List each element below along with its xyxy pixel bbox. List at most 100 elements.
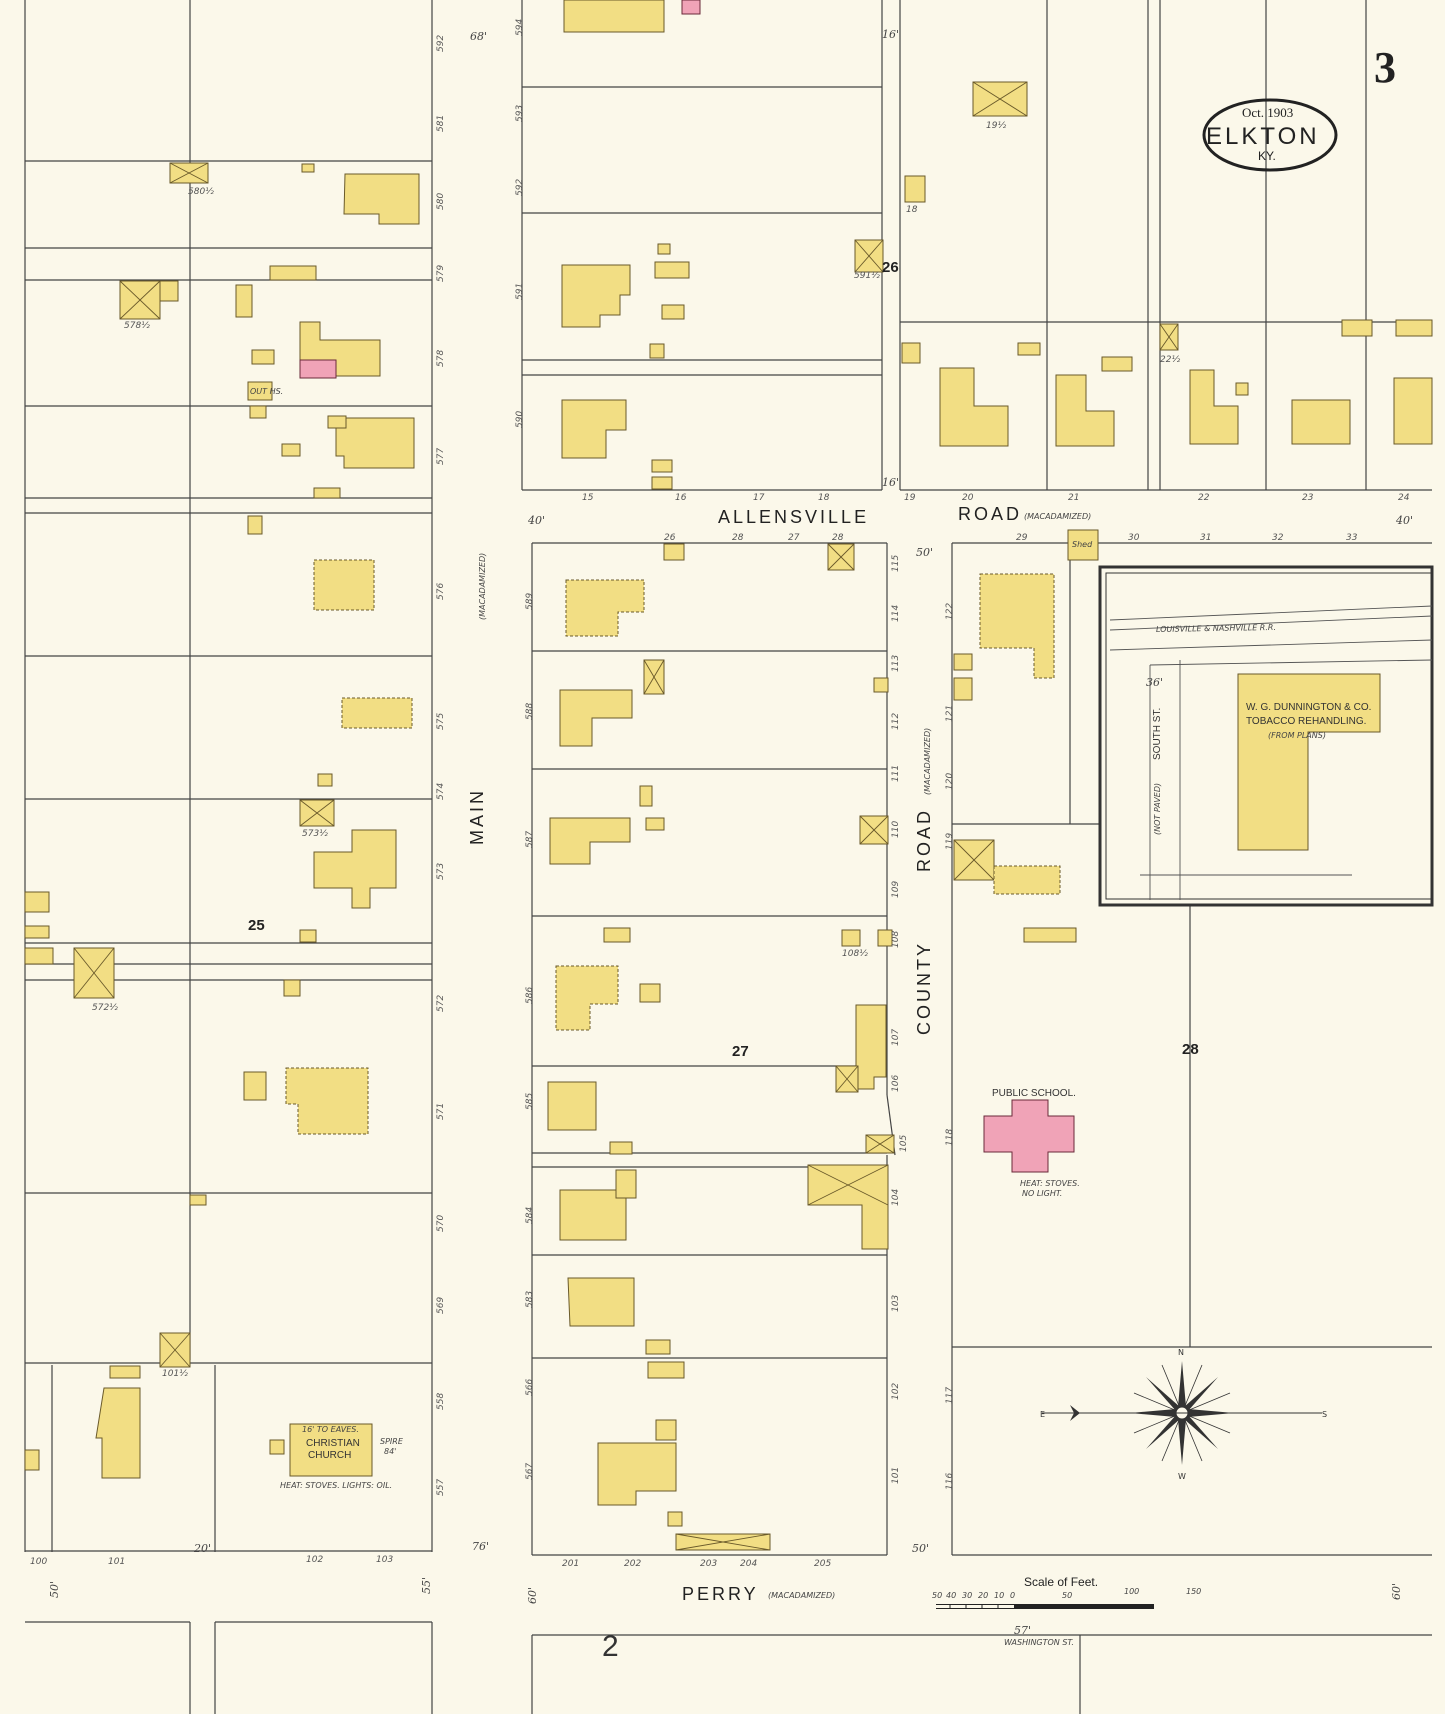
street-south: SOUTH ST. — [1152, 708, 1163, 760]
svg-text:591½: 591½ — [854, 271, 880, 281]
street-county-road: ROAD — [914, 808, 934, 872]
svg-text:24: 24 — [1398, 493, 1410, 503]
svg-text:567: 567 — [525, 1463, 535, 1480]
svg-text:583: 583 — [525, 1291, 535, 1308]
block-26: 26 — [882, 259, 899, 276]
svg-text:106: 106 — [891, 1075, 901, 1092]
svg-text:50': 50' — [916, 546, 933, 559]
map-date: Oct. 1903 — [1242, 105, 1293, 120]
railroad-label: LOUISVILLE & NASHVILLE R.R. — [1156, 623, 1276, 634]
svg-text:101½: 101½ — [162, 1369, 188, 1379]
svg-text:50': 50' — [48, 1581, 61, 1598]
svg-text:102: 102 — [891, 1383, 901, 1400]
svg-text:28: 28 — [732, 533, 744, 543]
title-cartouche: Oct. 1903 ELKTON KY. 3 — [1202, 43, 1396, 172]
svg-text:592: 592 — [515, 179, 525, 196]
svg-text:105: 105 — [899, 1135, 909, 1152]
svg-text:113: 113 — [891, 655, 901, 672]
street-road: ROAD — [958, 504, 1022, 524]
svg-text:580½: 580½ — [188, 187, 214, 197]
svg-text:17: 17 — [753, 493, 765, 503]
svg-text:30: 30 — [1128, 533, 1140, 543]
svg-text:573½: 573½ — [302, 829, 328, 839]
outhouse-label: OUT HS. — [250, 387, 283, 396]
svg-text:557: 557 — [436, 1479, 446, 1496]
svg-text:572: 572 — [436, 995, 446, 1012]
svg-text:107: 107 — [891, 1029, 901, 1046]
svg-text:28: 28 — [832, 533, 844, 543]
svg-text:585: 585 — [525, 1093, 535, 1110]
svg-text:32: 32 — [1272, 533, 1284, 543]
compass-s: W — [1178, 1472, 1186, 1481]
svg-text:117: 117 — [945, 1387, 955, 1404]
svg-text:101: 101 — [108, 1557, 125, 1567]
svg-text:118: 118 — [945, 1129, 955, 1146]
school-title: PUBLIC SCHOOL. — [992, 1088, 1076, 1099]
svg-text:590: 590 — [515, 411, 525, 428]
school-note-2: NO LIGHT. — [1022, 1189, 1062, 1198]
svg-text:100: 100 — [1124, 1587, 1139, 1596]
svg-text:580: 580 — [436, 193, 446, 210]
svg-text:579: 579 — [436, 265, 446, 282]
svg-text:574: 574 — [436, 783, 446, 800]
svg-text:60': 60' — [526, 1587, 539, 1604]
svg-text:10: 10 — [994, 1591, 1004, 1600]
svg-text:576: 576 — [436, 583, 446, 600]
compass-rose: N W E S — [1040, 1348, 1327, 1481]
church-spire-1: SPIRE — [380, 1437, 404, 1446]
svg-text:120: 120 — [945, 773, 955, 790]
svg-text:101: 101 — [891, 1467, 901, 1484]
svg-text:16': 16' — [882, 476, 899, 489]
svg-text:571: 571 — [436, 1103, 446, 1120]
church-eaves: 16' TO EAVES. — [302, 1425, 359, 1434]
svg-text:591: 591 — [515, 283, 525, 300]
svg-text:26: 26 — [664, 533, 676, 543]
svg-text:60': 60' — [1390, 1583, 1403, 1600]
svg-text:21: 21 — [1068, 493, 1079, 503]
sheet-number: 3 — [1374, 43, 1396, 92]
svg-text:581: 581 — [436, 115, 446, 132]
svg-text:0: 0 — [1010, 1591, 1015, 1600]
svg-text:50: 50 — [1062, 1591, 1072, 1600]
svg-text:587: 587 — [525, 831, 535, 848]
svg-text:19: 19 — [904, 493, 916, 503]
perry-note: (MACADAMIZED) — [768, 1591, 835, 1600]
street-widths: 68' 40' 50' 40' 16' 16' 36' 50' 20' 76' … — [48, 28, 1413, 1637]
buildings — [24, 0, 1433, 1551]
block-28: 28 — [1182, 1041, 1199, 1058]
svg-text:50: 50 — [932, 1591, 942, 1600]
svg-text:578: 578 — [436, 350, 446, 367]
svg-text:588: 588 — [525, 703, 535, 720]
svg-text:584: 584 — [525, 1207, 535, 1224]
tobacco-use: TOBACCO REHANDLING. — [1246, 716, 1366, 727]
svg-text:33: 33 — [1346, 533, 1358, 543]
svg-text:15: 15 — [582, 493, 594, 503]
svg-text:23: 23 — [1302, 493, 1314, 503]
church-note: HEAT: STOVES. LIGHTS: OIL. — [280, 1481, 392, 1490]
svg-text:115: 115 — [891, 555, 901, 572]
block-27: 27 — [732, 1043, 749, 1060]
svg-text:122: 122 — [945, 603, 955, 620]
compass-e: S — [1322, 1410, 1327, 1419]
svg-text:30: 30 — [962, 1591, 972, 1600]
svg-text:108½: 108½ — [842, 949, 868, 959]
svg-text:205: 205 — [814, 1559, 831, 1569]
svg-text:40: 40 — [946, 1591, 956, 1600]
street-allensville: ALLENSVILLE — [718, 507, 869, 527]
svg-text:593: 593 — [515, 105, 525, 122]
svg-text:18: 18 — [818, 493, 830, 503]
svg-text:119: 119 — [945, 833, 955, 850]
svg-text:203: 203 — [700, 1559, 717, 1569]
svg-text:55': 55' — [420, 1577, 433, 1594]
svg-text:114: 114 — [891, 605, 901, 622]
svg-text:22: 22 — [1198, 493, 1210, 503]
scale-title: Scale of Feet. — [1024, 1575, 1098, 1589]
address-numbers: 592 581 580 579 578 577 576 575 574 573 … — [30, 19, 1410, 1569]
tobacco-name: W. G. DUNNINGTON & CO. — [1246, 702, 1371, 713]
county-note: (MACADAMIZED) — [923, 728, 932, 795]
svg-text:569: 569 — [436, 1297, 446, 1314]
svg-text:204: 204 — [740, 1559, 757, 1569]
church-spire-2: 84' — [384, 1447, 396, 1456]
svg-text:108: 108 — [891, 931, 901, 948]
